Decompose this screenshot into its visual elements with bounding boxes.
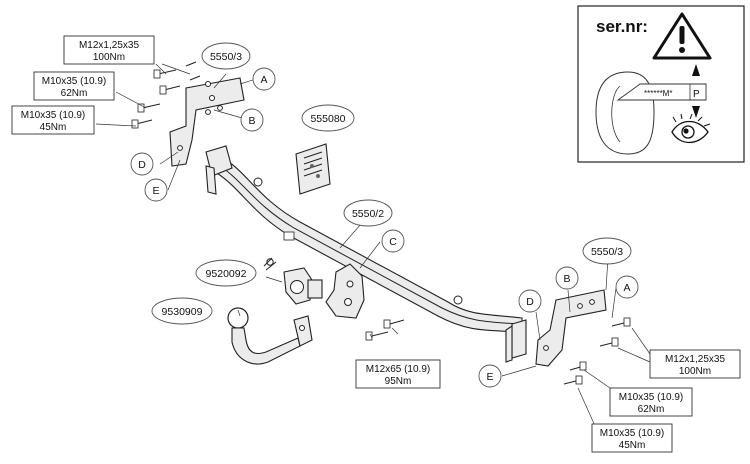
arrow-up-icon <box>692 106 700 118</box>
part-label-text: 5550/3 <box>210 51 242 63</box>
bolt-spec: M10x35 (10.9) <box>21 110 85 121</box>
part-label-5550-3-right: 5550/3 <box>582 237 632 265</box>
letter-d-right: D <box>518 289 542 313</box>
letter-e-right: E <box>478 364 502 388</box>
torque-label-right-top: M12x1,25x35 100Nm <box>649 349 741 379</box>
serial-number-title: ser.nr: <box>596 17 648 36</box>
letter-text: D <box>526 296 534 308</box>
letter-c-center: C <box>381 229 405 253</box>
letter-a-right: A <box>615 275 639 299</box>
left-bracket-part <box>169 77 245 167</box>
letter-b-left: B <box>240 108 264 132</box>
electric-kit-part <box>295 143 331 195</box>
torque-value: 62Nm <box>61 88 88 99</box>
serial-plate-text: ******M* <box>644 89 672 98</box>
part-label-text: 9520092 <box>206 268 247 280</box>
letter-e-left: E <box>144 178 168 202</box>
bolt-spec: M12x1,25x35 <box>79 40 139 51</box>
letter-text: B <box>248 115 255 127</box>
part-label-9530909: 9530909 <box>151 297 213 325</box>
right-bolts <box>563 317 631 385</box>
letter-text: A <box>260 74 267 86</box>
part-label-5550-3-left: 5550/3 <box>201 42 251 70</box>
letter-text: E <box>152 185 159 197</box>
torque-value: 100Nm <box>93 52 125 63</box>
part-label-text: 9530909 <box>162 306 203 318</box>
torque-label-left-top: M12x1,25x35 100Nm <box>63 35 155 65</box>
leader-lines <box>95 63 651 429</box>
torque-label-left-low: M10x35 (10.9) 45Nm <box>11 105 95 135</box>
serial-plate-letter: P <box>693 89 700 100</box>
eye-icon <box>671 113 711 144</box>
bolt-spec: M12x1,25x35 <box>665 354 725 365</box>
letter-text: B <box>563 273 570 285</box>
right-bracket-part <box>535 289 607 367</box>
letter-d-left: D <box>130 152 154 176</box>
socket-plate-part <box>263 257 323 305</box>
letter-text: C <box>389 236 397 248</box>
torque-value: 95Nm <box>385 376 412 387</box>
letter-a-left: A <box>252 67 276 91</box>
serial-plate: ******M* P <box>616 83 707 101</box>
part-label-5550-2: 5550/2 <box>343 199 393 227</box>
bolt-spec: M12x65 (10.9) <box>366 364 430 375</box>
bolt-spec: M10x35 (10.9) <box>619 392 683 403</box>
letter-text: D <box>138 159 146 171</box>
torque-label-center: M12x65 (10.9) 95Nm <box>355 359 441 389</box>
torque-label-left-mid: M10x35 (10.9) 62Nm <box>33 71 115 101</box>
torque-value: 100Nm <box>679 366 711 377</box>
part-label-text: 555080 <box>310 113 345 125</box>
part-label-555080: 555080 <box>301 104 355 132</box>
serial-number-box: ser.nr: ******M* P <box>577 5 745 163</box>
letter-text: E <box>486 371 493 383</box>
tow-ball-part <box>227 307 313 365</box>
part-label-text: 5550/3 <box>591 246 623 258</box>
letter-text: A <box>623 282 630 294</box>
arrow-down-icon <box>692 64 700 76</box>
center-bracket-part <box>325 263 365 319</box>
letter-b-right: B <box>555 266 579 290</box>
warning-triangle-icon <box>652 12 712 60</box>
torque-label-right-low: M10x35 (10.9) 45Nm <box>591 423 673 453</box>
torque-value: 45Nm <box>40 122 67 133</box>
bolt-spec: M10x35 (10.9) <box>600 428 664 439</box>
crossbar-part <box>205 145 527 363</box>
center-bolts <box>365 319 405 341</box>
part-label-9520092: 9520092 <box>195 259 257 287</box>
bolt-spec: M10x35 (10.9) <box>42 76 106 87</box>
torque-value: 45Nm <box>619 440 646 451</box>
left-bolts <box>131 61 215 129</box>
part-label-text: 5550/2 <box>352 208 384 220</box>
torque-value: 62Nm <box>638 404 665 415</box>
torque-label-right-mid: M10x35 (10.9) 62Nm <box>609 387 693 417</box>
